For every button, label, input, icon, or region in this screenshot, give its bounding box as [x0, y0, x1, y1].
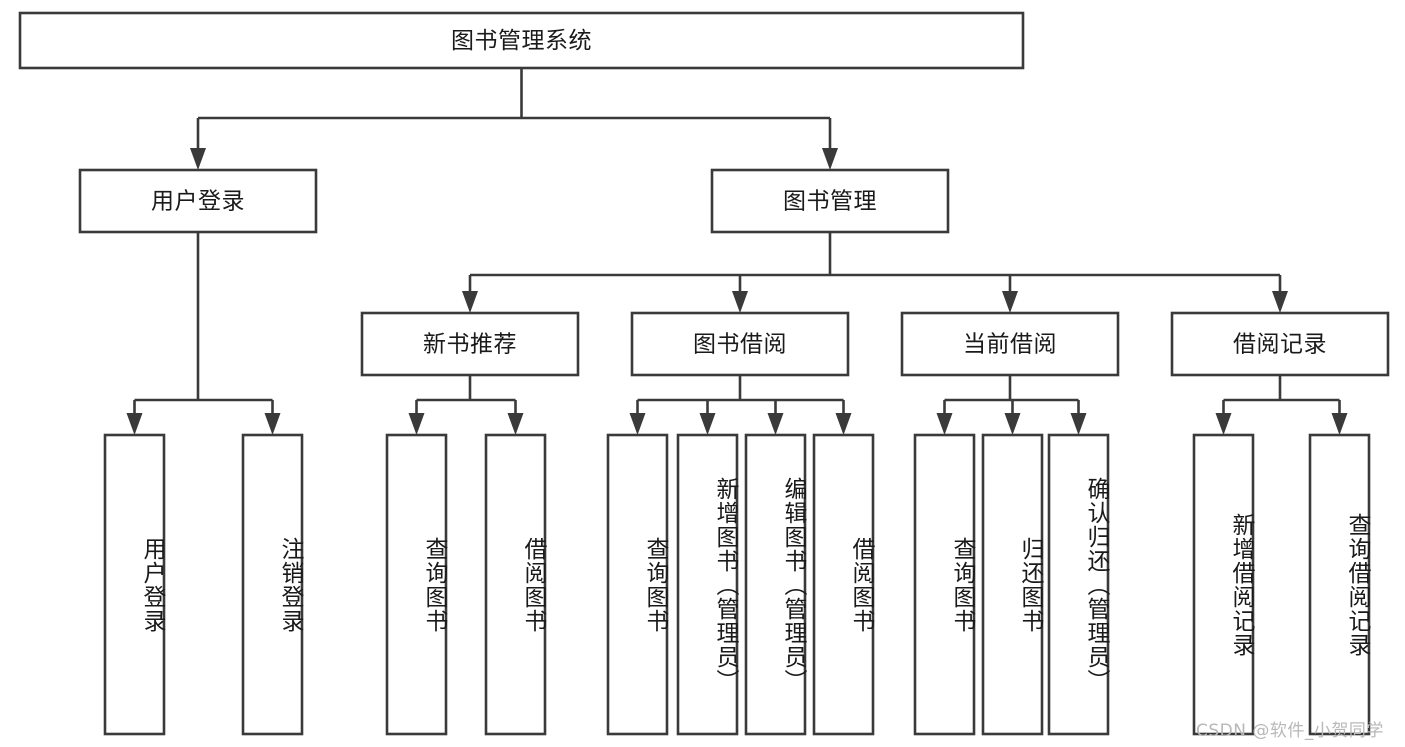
leaf-node-leaf-edit-book-box[interactable]: [744, 433, 807, 736]
leaf-node-leaf-logout-box[interactable]: [241, 433, 304, 736]
leaf-node-leaf-user-login-box[interactable]: [103, 433, 166, 736]
arrow-down-icon-l3-2: [1002, 291, 1018, 313]
arrow-down-icon-leaf-borrow-record-0: [1215, 413, 1232, 435]
leaf-node-leaf-return-book-box[interactable]: [981, 433, 1044, 736]
root-node-box[interactable]: [18, 11, 1025, 70]
node-boxes-group: [18, 11, 1390, 736]
level3-node-current-borrow-label: 当前借阅: [963, 332, 1057, 358]
level3-node-borrow-record-label: 借阅记录: [1233, 332, 1327, 358]
level3-node-current-borrow-box[interactable]: [900, 311, 1120, 377]
arrow-down-icon-leaf-current-borrow-1: [1004, 413, 1021, 435]
arrow-down-icon-leaf-new-book-recommend-0: [408, 413, 425, 435]
level2-node-user-login-label: 用户登录: [151, 189, 245, 215]
csdn-watermark: CSDN @软件_小贺同学: [1196, 721, 1384, 741]
leaf-node-leaf-add-book-box[interactable]: [676, 433, 739, 736]
leaf-node-leaf-query-book-1-box[interactable]: [385, 433, 448, 736]
root-node-label: 图书管理系统: [451, 28, 592, 54]
leaf-node-leaf-query-book-2-box[interactable]: [606, 433, 669, 736]
arrow-down-icon-leaf-book-borrow-0: [629, 413, 646, 435]
arrow-down-icon-l2-0: [190, 148, 206, 170]
level2-node-book-management-box[interactable]: [710, 168, 950, 234]
arrow-down-icon-leaf-borrow-record-1: [1331, 413, 1348, 435]
arrow-down-icon-l3-0: [462, 291, 478, 313]
arrow-down-icon-leaf-user-login-1: [264, 413, 281, 435]
connector-lines-group: [126, 68, 1348, 435]
arrow-down-icon-l2-1: [822, 148, 838, 170]
level3-node-new-book-recommend-box[interactable]: [360, 311, 580, 377]
arrow-down-icon-leaf-book-borrow-3: [835, 413, 852, 435]
arrow-down-icon-leaf-book-borrow-1: [699, 413, 716, 435]
arrow-down-icon-l3-3: [1272, 291, 1288, 313]
leaf-node-leaf-borrow-book-1-box[interactable]: [484, 433, 547, 736]
arrow-down-icon-leaf-user-login-0: [126, 413, 143, 435]
arrow-down-icon-leaf-book-borrow-2: [767, 413, 784, 435]
level2-node-book-management-label: 图书管理: [783, 189, 877, 215]
leaf-node-leaf-add-record-box[interactable]: [1192, 433, 1255, 736]
level3-node-new-book-recommend-label: 新书推荐: [423, 332, 517, 358]
arrow-down-icon-l3-1: [732, 291, 748, 313]
leaf-node-leaf-query-record-box[interactable]: [1308, 433, 1371, 736]
arrow-down-icon-leaf-current-borrow-2: [1070, 413, 1087, 435]
arrow-down-icon-leaf-new-book-recommend-1: [507, 413, 524, 435]
leaf-node-leaf-borrow-book-2-box[interactable]: [812, 433, 875, 736]
level3-node-borrow-record-box[interactable]: [1170, 311, 1390, 377]
level3-node-book-borrow-label: 图书借阅: [693, 332, 787, 358]
leaf-node-leaf-confirm-return-box[interactable]: [1047, 433, 1110, 736]
arrow-down-icon-leaf-current-borrow-0: [936, 413, 953, 435]
level2-node-user-login-box[interactable]: [78, 168, 318, 234]
level3-node-book-borrow-box[interactable]: [630, 311, 850, 377]
leaf-node-leaf-query-book-3-box[interactable]: [913, 433, 976, 736]
